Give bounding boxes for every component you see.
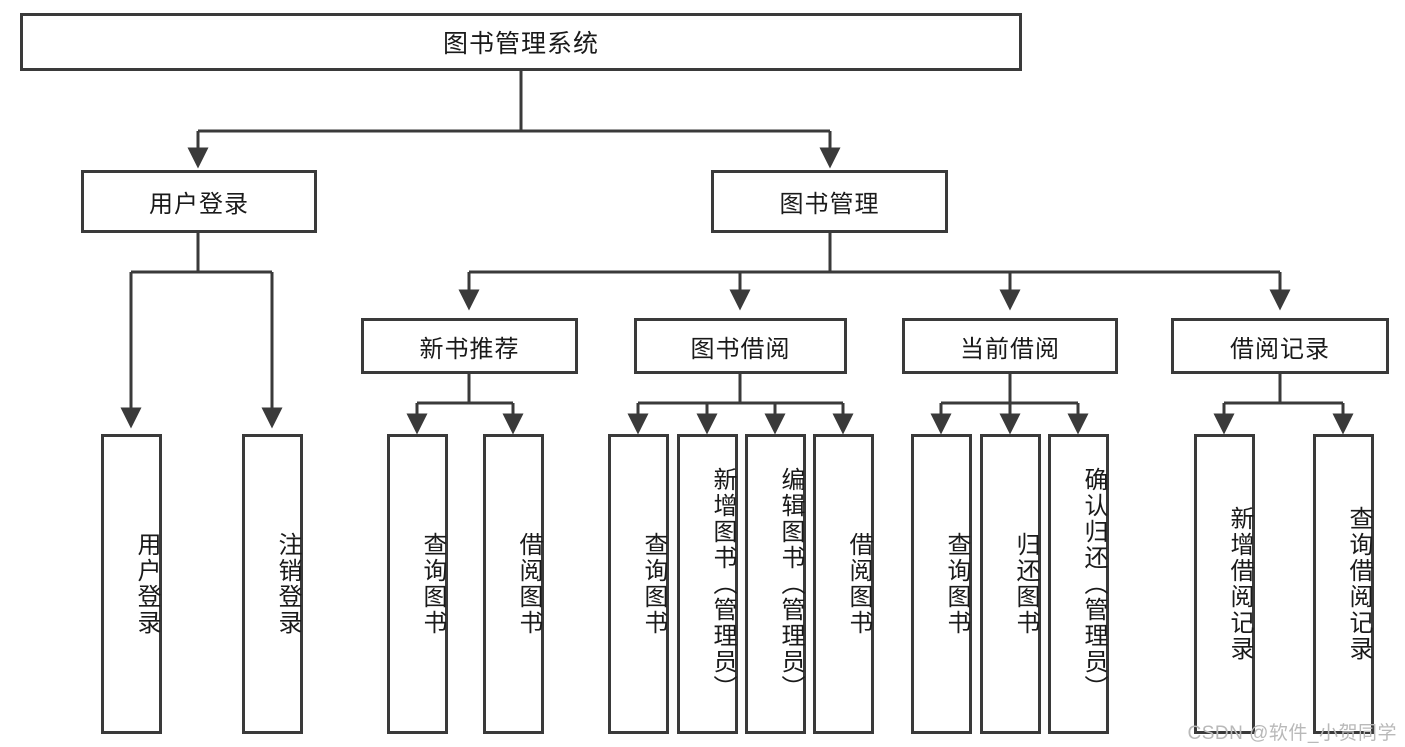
node-label: 图书管理 [779,191,880,218]
leaf-query-book-borrow[interactable]: 查询图书 [608,434,669,734]
watermark-text: CSDN @软件_小贺同学 [1187,723,1397,744]
node-label: 新书推荐 [419,335,520,363]
node-label: 当前借阅 [960,335,1060,363]
leaf-return-book[interactable]: 归还图书 [980,434,1041,734]
node-label: 图书管理系统 [442,30,599,58]
node-book-management[interactable]: 图书管理 [711,170,948,233]
node-label: 编辑图书（管理员） [777,467,804,701]
node-book-borrow[interactable]: 图书借阅 [634,318,847,374]
leaf-borrow-book[interactable]: 借阅图书 [813,434,874,734]
leaf-edit-book-admin[interactable]: 编辑图书（管理员） [745,434,806,734]
leaf-user-login[interactable]: 用户登录 [101,434,162,734]
node-label: 借阅记录 [1230,335,1330,363]
leaf-logout[interactable]: 注销登录 [242,434,303,734]
node-label: 借阅图书 [845,532,872,636]
leaf-query-book-current[interactable]: 查询图书 [911,434,972,734]
node-label: 查询图书 [640,532,667,636]
node-label: 归还图书 [1012,532,1039,636]
node-label: 注销登录 [274,532,301,636]
node-label: 查询图书 [419,532,446,636]
node-root-book-management-system[interactable]: 图书管理系统 [20,13,1022,71]
node-label: 新增借阅记录 [1226,506,1253,662]
node-label: 用户登录 [133,532,160,636]
leaf-query-borrow-record[interactable]: 查询借阅记录 [1313,434,1374,734]
leaf-borrow-book-recommend[interactable]: 借阅图书 [483,434,544,734]
node-label: 确认归还（管理员） [1080,467,1107,701]
node-label: 新增图书（管理员） [709,467,736,701]
leaf-add-book-admin[interactable]: 新增图书（管理员） [677,434,738,734]
node-label: 图书借阅 [690,335,791,363]
node-label: 查询借阅记录 [1345,506,1372,662]
leaf-add-borrow-record[interactable]: 新增借阅记录 [1194,434,1255,734]
leaf-query-book-recommend[interactable]: 查询图书 [387,434,448,734]
node-new-book-recommend[interactable]: 新书推荐 [361,318,578,374]
leaf-confirm-return-admin[interactable]: 确认归还（管理员） [1048,434,1109,734]
node-label: 借阅图书 [515,532,542,636]
node-current-borrow[interactable]: 当前借阅 [902,318,1118,374]
node-label: 用户登录 [149,191,249,218]
node-label: 查询图书 [943,532,970,636]
node-user-login[interactable]: 用户登录 [81,170,317,233]
node-borrow-record[interactable]: 借阅记录 [1171,318,1389,374]
